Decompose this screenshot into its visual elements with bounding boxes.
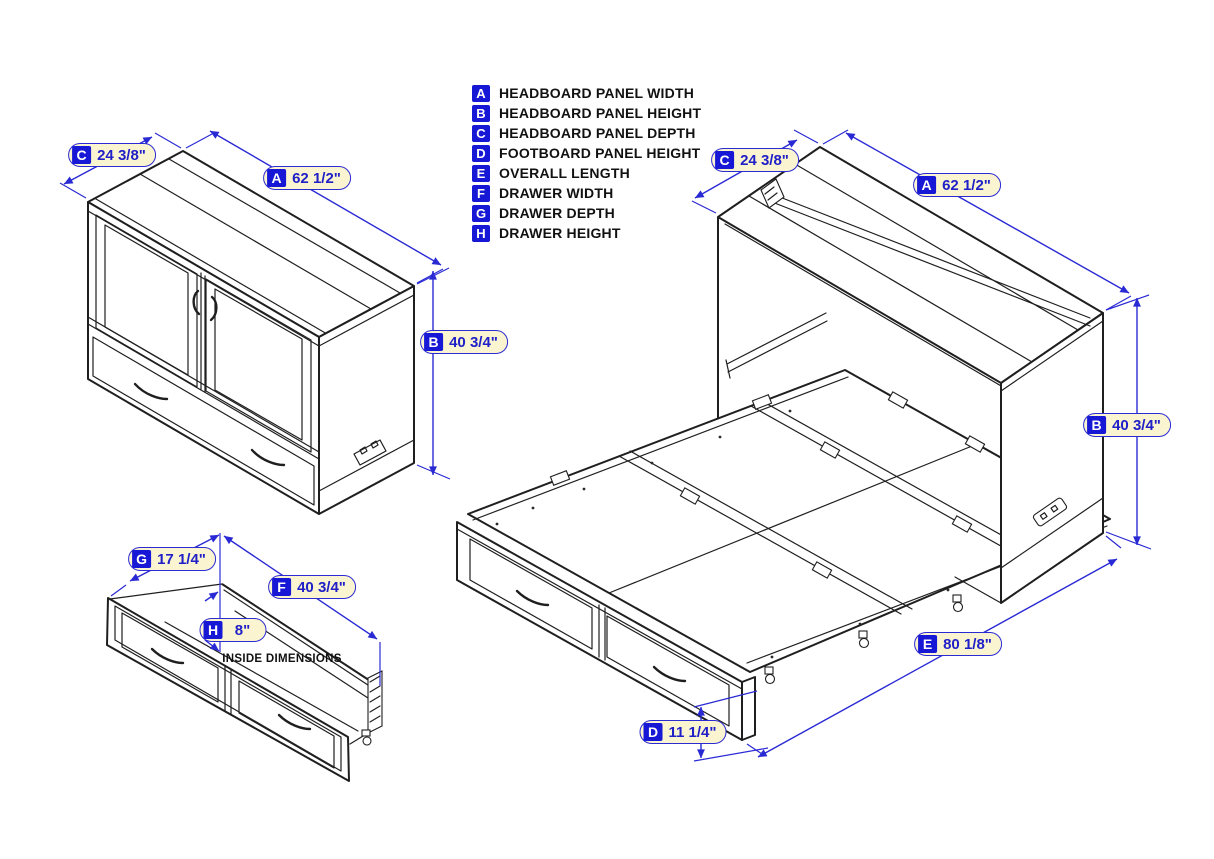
legend-item: F DRAWER WIDTH [472, 183, 701, 203]
dim-label-e-open: E 80 1/8" [914, 632, 1002, 656]
closed-cabinet-dimensions [59, 130, 451, 480]
legend-label: HEADBOARD PANEL WIDTH [499, 85, 695, 101]
dim-label-d-open: D 11 1/4" [639, 720, 727, 744]
dim-label-a-open: A 62 1/2" [913, 173, 1001, 197]
dim-value: 11 1/4" [668, 723, 717, 741]
legend-label: DRAWER HEIGHT [499, 225, 621, 241]
legend-label: FOOTBOARD PANEL HEIGHT [499, 145, 701, 161]
dim-value: 40 3/4" [449, 333, 498, 351]
dim-letter-badge: F [272, 578, 292, 596]
legend-item: H DRAWER HEIGHT [472, 223, 701, 243]
dim-value: 62 1/2" [292, 169, 341, 187]
legend-letter-badge: C [472, 124, 490, 142]
dim-value: 8" [234, 621, 251, 639]
dim-label-f-drawer: F 40 3/4" [268, 575, 356, 599]
legend-item: E OVERALL LENGTH [472, 163, 701, 183]
legend-item: B HEADBOARD PANEL HEIGHT [472, 103, 701, 123]
dim-value: 40 3/4" [297, 578, 346, 596]
legend-letter-badge: G [472, 204, 490, 222]
legend-letter-badge: F [472, 184, 490, 202]
legend-letter-badge: H [472, 224, 490, 242]
dim-value: 24 3/8" [740, 151, 789, 169]
dim-letter-badge: C [715, 151, 735, 169]
dim-label-g-drawer: G 17 1/4" [128, 547, 216, 571]
legend-item: G DRAWER DEPTH [472, 203, 701, 223]
legend-label: HEADBOARD PANEL DEPTH [499, 125, 696, 141]
legend: A HEADBOARD PANEL WIDTH B HEADBOARD PANE… [472, 83, 701, 243]
legend-label: HEADBOARD PANEL HEIGHT [499, 105, 702, 121]
dim-letter-badge: E [918, 635, 938, 653]
dim-value: 40 3/4" [1112, 416, 1161, 434]
legend-label: OVERALL LENGTH [499, 165, 630, 181]
dim-letter-badge: D [643, 723, 663, 741]
dim-letter-badge: B [424, 333, 444, 351]
dim-label-a-closed: A 62 1/2" [263, 166, 351, 190]
legend-letter-badge: D [472, 144, 490, 162]
legend-item: C HEADBOARD PANEL DEPTH [472, 123, 701, 143]
legend-label: DRAWER DEPTH [499, 205, 615, 221]
dim-label-b-closed: B 40 3/4" [420, 330, 508, 354]
inside-dimensions-note: INSIDE DIMENSIONS [222, 653, 342, 665]
closed-cabinet-drawing [87, 150, 415, 515]
dim-value: 24 3/8" [97, 146, 146, 164]
legend-letter-badge: B [472, 104, 490, 122]
drawer-drawing [106, 583, 383, 782]
dim-value: 17 1/4" [157, 550, 206, 568]
dim-label-c-closed: C 24 3/8" [68, 143, 156, 167]
dim-letter-badge: C [72, 146, 92, 164]
dim-letter-badge: B [1087, 416, 1107, 434]
dim-label-b-open: B 40 3/4" [1083, 413, 1171, 437]
legend-label: DRAWER WIDTH [499, 185, 614, 201]
legend-item: A HEADBOARD PANEL WIDTH [472, 83, 701, 103]
dim-letter-badge: G [132, 550, 152, 568]
dim-value: 62 1/2" [942, 176, 991, 194]
dim-letter-badge: A [267, 169, 287, 187]
legend-item: D FOOTBOARD PANEL HEIGHT [472, 143, 701, 163]
legend-letter-badge: A [472, 84, 490, 102]
dim-label-c-open: C 24 3/8" [711, 148, 799, 172]
dim-label-h-drawer: H 8" [199, 618, 267, 642]
dim-letter-badge: H [203, 621, 223, 639]
dim-letter-badge: A [917, 176, 937, 194]
dim-value: 80 1/8" [943, 635, 992, 653]
legend-letter-badge: E [472, 164, 490, 182]
